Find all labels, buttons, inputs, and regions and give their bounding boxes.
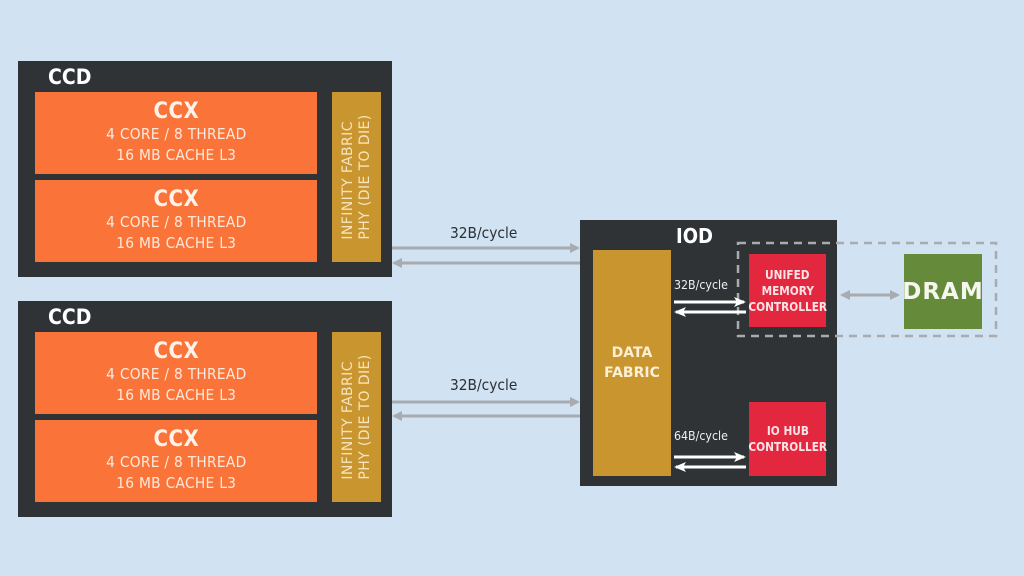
ccx-cores: 4 CORE / 8 THREAD [105,365,247,383]
ccx-block: CCX 4 CORE / 8 THREAD 16 MB CACHE L3 [35,180,317,262]
ccx-cache: 16 MB CACHE L3 [115,386,237,404]
iod-label: IOD [676,224,713,248]
io-hub-line2: CONTROLLER [748,440,827,454]
ccx-block: CCX 4 CORE / 8 THREAD 16 MB CACHE L3 [35,332,317,414]
infinity-fabric-phy: INFINITY FABRIC PHY (DIE TO DIE) [332,332,381,502]
ccd1-link-bandwidth: 32B/cycle [450,224,518,242]
ccd-label: CCD [48,305,92,329]
ccx-cores: 4 CORE / 8 THREAD [105,125,247,143]
dram-block: DRAM [902,254,983,329]
io-hub-link-bandwidth: 64B/cycle [674,429,728,443]
iod-die: IOD DATA FABRIC UNIFED MEMORY CONTROLLER… [580,220,837,486]
ccx-title: CCX [153,339,199,364]
data-fabric: DATA FABRIC [593,250,671,476]
io-hub-line1: IO HUB [766,424,809,438]
ccd-die-2: CCD CCX 4 CORE / 8 THREAD 16 MB CACHE L3… [18,301,392,517]
ccx-cache: 16 MB CACHE L3 [115,234,237,252]
umc-line1: UNIFED [765,267,810,282]
infinity-fabric-phy: INFINITY FABRIC PHY (DIE TO DIE) [332,92,381,262]
umc-line2: MEMORY [761,283,814,298]
ccx-cores: 4 CORE / 8 THREAD [105,453,247,471]
io-hub-controller: IO HUB CONTROLLER [748,402,827,476]
ccd-label: CCD [48,65,92,89]
ccd2-link-bandwidth: 32B/cycle [450,376,518,394]
ccd-die-1: CCD CCX 4 CORE / 8 THREAD 16 MB CACHE L3… [18,61,392,277]
ccx-block: CCX 4 CORE / 8 THREAD 16 MB CACHE L3 [35,420,317,502]
ccx-title: CCX [153,187,199,212]
data-fabric-line1: DATA [611,345,653,361]
data-fabric-line2: FABRIC [604,365,660,381]
umc-line3: CONTROLLER [748,299,827,314]
memory-subsystem-boundary [736,241,998,338]
ccx-title: CCX [153,427,199,452]
ccx-block: CCX 4 CORE / 8 THREAD 16 MB CACHE L3 [35,92,317,174]
ccx-cache: 16 MB CACHE L3 [115,474,237,492]
ccx-cores: 4 CORE / 8 THREAD [105,213,247,231]
ccx-title: CCX [153,99,199,124]
unified-memory-controller: UNIFED MEMORY CONTROLLER [748,254,827,327]
ccx-cache: 16 MB CACHE L3 [115,146,237,164]
umc-link-bandwidth: 32B/cycle [674,278,728,292]
